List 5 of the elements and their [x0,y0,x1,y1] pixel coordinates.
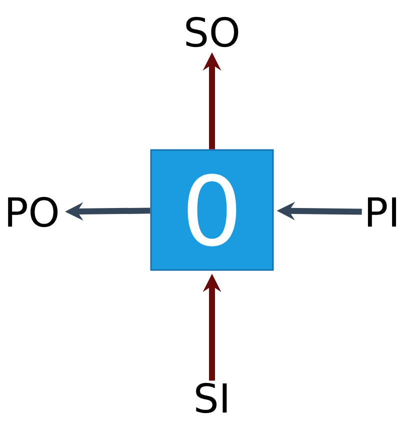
signal-label: SO [186,16,238,48]
signal-label: SI [196,382,227,414]
process-box: 0 [150,149,274,271]
signal-label: PO [8,196,58,228]
signal-label: PI [368,197,396,227]
